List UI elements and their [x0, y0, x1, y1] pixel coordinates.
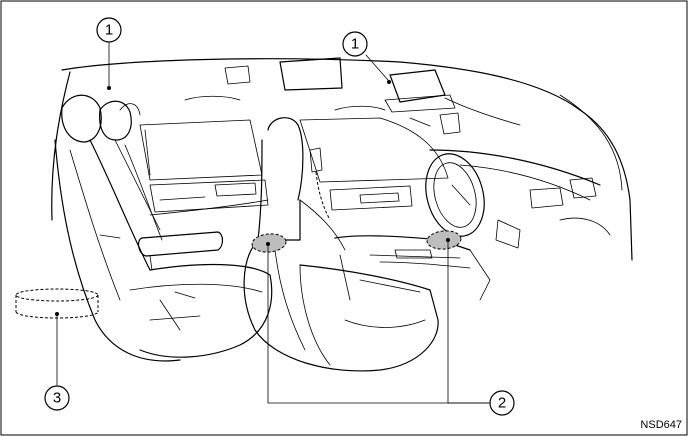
svg-text:1: 1 [105, 22, 113, 39]
svg-text:1: 1 [351, 36, 359, 53]
svg-text:2: 2 [498, 395, 506, 412]
leader-lines [55, 42, 490, 404]
callout-1a: 1 [96, 17, 122, 43]
callout-1b: 1 [342, 31, 368, 57]
callout-2: 2 [489, 390, 515, 416]
front-seat-zone [426, 230, 462, 250]
figure-code: NSD647 [640, 419, 682, 431]
car-interior-illustration [51, 57, 633, 372]
callout-3: 3 [44, 385, 70, 411]
svg-text:3: 3 [53, 390, 61, 407]
